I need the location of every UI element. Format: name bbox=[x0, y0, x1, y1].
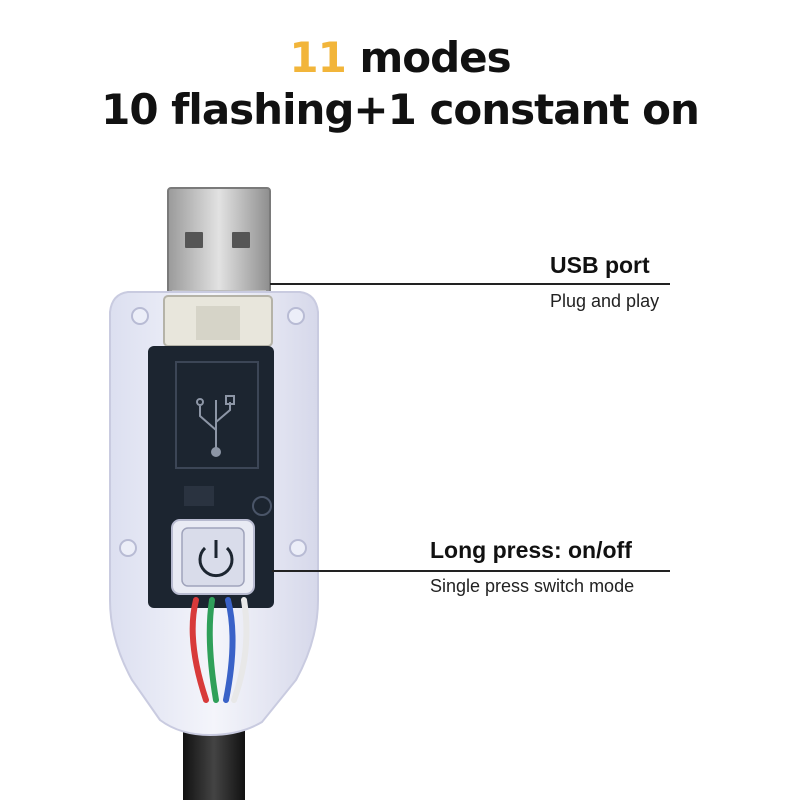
power-icon[interactable] bbox=[171, 519, 255, 595]
callout-usb-title: USB port bbox=[550, 252, 650, 278]
headline-modes: modes bbox=[345, 33, 511, 82]
usb-symbol-icon bbox=[196, 395, 235, 457]
callout-power-title: Long press: on/off bbox=[430, 537, 632, 563]
callout-power-line bbox=[272, 570, 670, 572]
callout-usb-line bbox=[270, 283, 670, 285]
callout-power-subtitle: Single press switch mode bbox=[430, 576, 635, 596]
wires bbox=[189, 597, 250, 703]
usb-plug bbox=[167, 187, 271, 304]
headline-line-2: 10 flashing+1 constant on bbox=[101, 85, 700, 134]
headline-line-1: 11 modes bbox=[0, 32, 800, 84]
callout-usb-subtitle: Plug and play bbox=[550, 291, 660, 311]
mode-count: 11 bbox=[289, 33, 346, 82]
